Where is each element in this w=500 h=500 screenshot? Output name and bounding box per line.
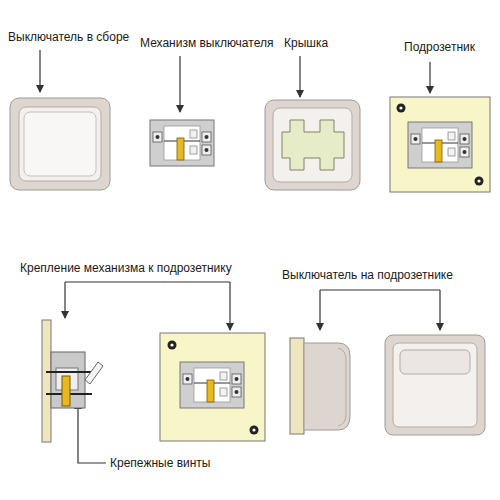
side-view-switch xyxy=(290,338,350,434)
part-label: Крепление механизма к подрозетнику xyxy=(20,261,232,275)
part-label: Крышка xyxy=(284,36,328,50)
switch-assembly xyxy=(10,98,110,190)
part-label: Подрозетник xyxy=(404,40,475,54)
part-label: Механизм выключателя xyxy=(140,36,273,50)
switch-mechanism xyxy=(150,120,214,166)
front-view-mounting xyxy=(160,333,265,441)
part-label: Крепежные винты xyxy=(110,456,211,470)
front-view-switch xyxy=(385,335,485,435)
part-label: Выключатель на подрозетнике xyxy=(282,268,453,282)
switch-cover xyxy=(265,100,360,190)
side-view-mounting xyxy=(42,320,103,442)
mounting-box xyxy=(390,97,490,192)
part-label: Выключатель в сборе xyxy=(8,30,129,44)
